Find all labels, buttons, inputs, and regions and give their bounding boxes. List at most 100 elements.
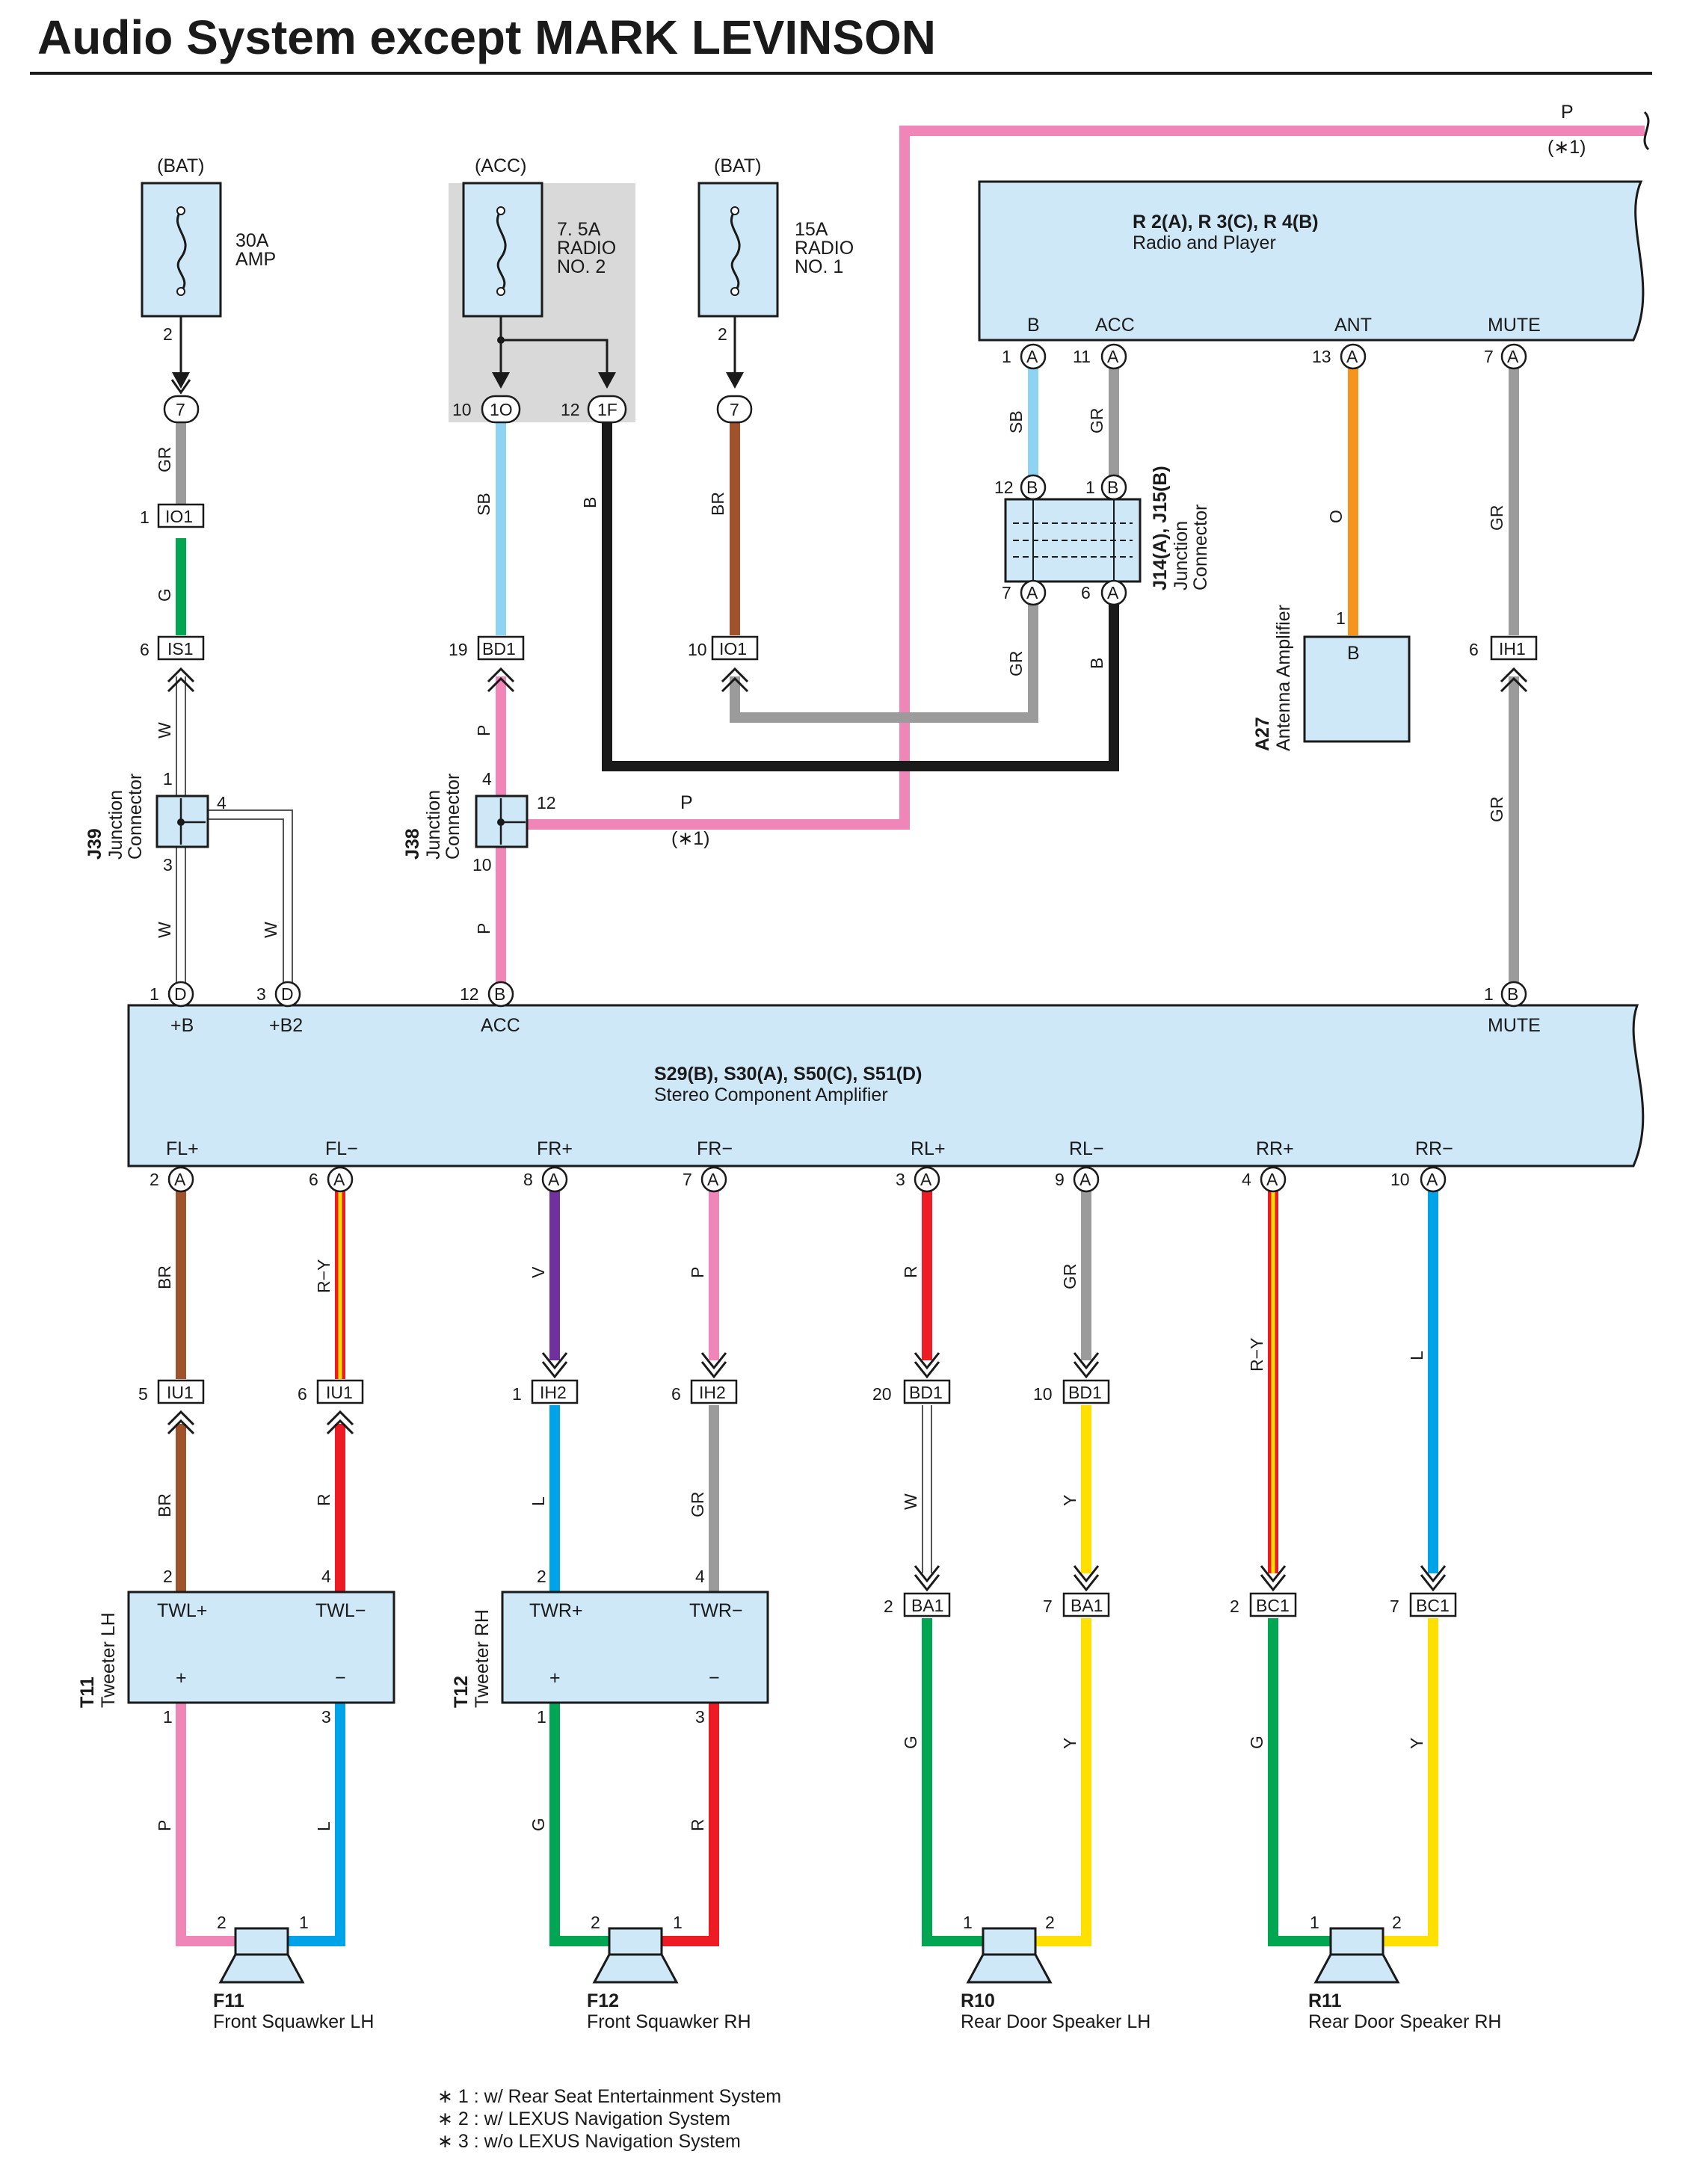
fuse-radio1-rating: 15A [795, 219, 828, 240]
svg-text:BR: BR [708, 492, 727, 516]
svg-text:P: P [688, 1267, 707, 1278]
svg-text:2: 2 [1230, 1597, 1239, 1616]
svg-text:A: A [1426, 1170, 1438, 1189]
svg-text:Y: Y [1407, 1738, 1426, 1749]
fuse-amp-source: (BAT) [157, 155, 204, 176]
wire-tr-r [662, 1703, 719, 1946]
radio-pin-acc-label: ACC [1095, 315, 1135, 336]
svg-text:R−Y: R−Y [1247, 1338, 1266, 1372]
svg-text:B: B [1087, 658, 1106, 669]
fuse-radio2-jc2: 1F [597, 400, 617, 419]
svg-text:W: W [155, 722, 174, 738]
svg-text:+B: +B [170, 1015, 194, 1036]
svg-text:RL+: RL+ [911, 1138, 946, 1159]
svg-text:GR: GR [1006, 651, 1026, 677]
svg-text:2: 2 [150, 1170, 159, 1189]
svg-text:10: 10 [688, 640, 707, 659]
wire-acc-b [602, 422, 1119, 771]
j14-name1: Junction [1171, 521, 1192, 590]
antenna-amplifier: 1 B A27 Antenna Amplifier [1252, 605, 1411, 751]
svg-text:8: 8 [523, 1170, 533, 1189]
svg-text:12: 12 [994, 478, 1014, 497]
speaker-r11-name: Rear Door Speaker RH [1308, 2011, 1501, 2032]
svg-text:4: 4 [482, 769, 492, 789]
svg-text:IU1: IU1 [326, 1383, 353, 1402]
svg-text:6: 6 [140, 640, 150, 659]
amp-name: Stereo Component Amplifier [654, 1085, 888, 1105]
svg-text:1: 1 [150, 984, 159, 1004]
fuse-amp-name: AMP [235, 249, 276, 270]
svg-text:1: 1 [963, 1913, 973, 1932]
speaker-r11-ref: R11 [1308, 1990, 1342, 2011]
speaker-f12: 2 1 F12 Front Squawker RH [587, 1913, 751, 2032]
svg-text:BR: BR [155, 1493, 174, 1517]
j39-ref: J39 [84, 828, 105, 860]
antenna-name: Antenna Amplifier [1273, 605, 1294, 751]
fuse-radio1-name1: RADIO [795, 238, 854, 259]
svg-text:B: B [580, 497, 600, 508]
svg-text:12: 12 [460, 984, 479, 1004]
svg-text:GR: GR [1060, 1264, 1079, 1290]
tweeter-lh-ref: T11 [77, 1676, 98, 1708]
svg-text:7: 7 [1390, 1597, 1399, 1616]
j38-name2: Connector [443, 774, 463, 860]
svg-text:A: A [1026, 583, 1038, 602]
svg-text:6: 6 [671, 1384, 681, 1404]
svg-text:R: R [314, 1493, 333, 1506]
svg-text:20: 20 [872, 1384, 892, 1404]
svg-text:GR: GR [1487, 505, 1506, 531]
fuse-radio2-source: (ACC) [475, 155, 526, 176]
mid-connectors: 5 IU1 6 IU1 1 IH2 6 IH2 20 BD1 10 BD1 2 … [138, 1352, 1457, 1617]
svg-text:B: B [1347, 643, 1360, 664]
svg-text:BD1: BD1 [909, 1383, 943, 1402]
radio-player: R 2(A), R 3(C), R 4(B) Radio and Player … [978, 180, 1645, 370]
tweeter-rh: 2 4 TWR+ TWR− + − 1 3 T12 Tweeter RH [451, 1567, 769, 1727]
footnote-3: ∗ 3 : w/o LEXUS Navigation System [437, 2131, 741, 2152]
connectors-top: 1 IO1 6 IS1 19 BD1 10 IO1 6 IH1 [140, 503, 1538, 693]
svg-text:TWL+: TWL+ [157, 1600, 207, 1621]
j39-name1: Junction [105, 790, 126, 860]
svg-text:BA1: BA1 [911, 1596, 943, 1615]
j14-ref: J14(A), J15(B) [1150, 466, 1171, 590]
speaker-f11-ref: F11 [213, 1990, 244, 2011]
speaker-r10-name: Rear Door Speaker LH [961, 2011, 1151, 2032]
page-title: Audio System except MARK LEVINSON [37, 10, 936, 64]
svg-text:4: 4 [217, 793, 227, 812]
svg-text:FL−: FL− [325, 1138, 358, 1159]
radio-pin-ant-label: ANT [1334, 315, 1372, 336]
svg-text:+: + [176, 1668, 187, 1688]
svg-text:FR+: FR+ [537, 1138, 573, 1159]
svg-text:GR: GR [155, 447, 174, 473]
svg-text:TWR−: TWR− [689, 1600, 743, 1621]
svg-text:A: A [1107, 347, 1119, 366]
svg-text:B: B [1507, 984, 1518, 1004]
svg-text:D: D [281, 984, 294, 1004]
svg-text:RR+: RR+ [1256, 1138, 1294, 1159]
svg-text:RL−: RL− [1069, 1138, 1104, 1159]
svg-text:IS1: IS1 [167, 639, 194, 658]
svg-text:R: R [688, 1819, 707, 1831]
svg-text:2: 2 [537, 1567, 546, 1586]
svg-text:4: 4 [695, 1567, 705, 1586]
svg-text:L: L [529, 1496, 548, 1506]
svg-text:BC1: BC1 [1256, 1596, 1290, 1615]
svg-text:7: 7 [683, 1170, 692, 1189]
svg-text:3: 3 [321, 1707, 331, 1727]
footnotes: ∗ 1 : w/ Rear Seat Entertainment System … [437, 2086, 781, 2152]
p-line-label-top: P [1561, 102, 1574, 123]
j38-name1: Junction [423, 790, 444, 860]
wire-codes: GR G W W W SB B P P BR SB GR GR B O GR G… [155, 408, 1506, 1832]
svg-text:1: 1 [299, 1913, 309, 1932]
svg-text:2: 2 [1392, 1913, 1402, 1932]
fuse-radio2-rating: 7. 5A [557, 219, 601, 240]
svg-text:L: L [1407, 1351, 1426, 1360]
svg-text:+: + [549, 1668, 561, 1688]
tweeter-lh: 2 4 TWL+ TWL− + − 1 3 T11 Tweeter LH [77, 1567, 395, 1727]
fuse-radio2-name2: NO. 2 [557, 256, 606, 277]
svg-text:A: A [1079, 1170, 1091, 1189]
j38-ref: J38 [402, 828, 423, 860]
fuse-amp-rating: 30A [235, 230, 269, 251]
svg-text:SB: SB [1006, 410, 1026, 434]
wire-p-rse [516, 126, 1645, 830]
